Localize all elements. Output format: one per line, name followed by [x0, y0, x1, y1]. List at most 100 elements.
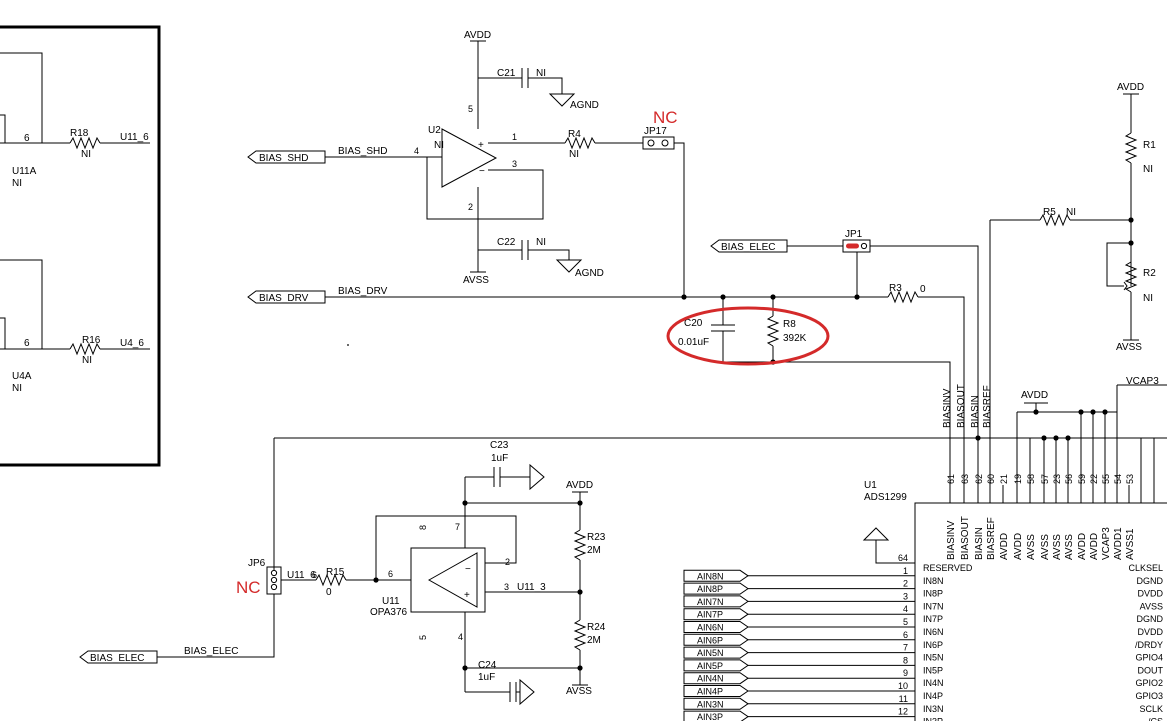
- capacitor-c20: [711, 297, 735, 362]
- wire-u11-vdd: [464, 477, 580, 548]
- resistor-r16: [69, 342, 101, 356]
- u1-left-pin-number: 5: [903, 617, 908, 627]
- opamp-plus-sign: +: [464, 590, 470, 601]
- net-bias-elec-lower: BIAS_ELEC: [184, 646, 238, 657]
- pin-label: 6: [24, 133, 30, 144]
- wire-bias-elec-lower: [157, 594, 275, 658]
- r4-ref: R4: [568, 129, 581, 140]
- pin-label: 2: [468, 202, 473, 212]
- resistor-r5: [1039, 213, 1071, 227]
- highlight-ellipse: [666, 306, 830, 366]
- u1-left-pin-number: 1: [903, 566, 908, 576]
- c21-val: NI: [536, 68, 546, 79]
- u1-ref: U1: [864, 480, 877, 491]
- wire-r2-bottom: [1123, 292, 1139, 341]
- c22-agnd: AGND: [575, 268, 604, 279]
- opamp-plus-sign: +: [478, 140, 484, 151]
- pin-label: 7: [455, 522, 460, 532]
- offpage-connector: [683, 659, 749, 672]
- u1-top-pin-name: AVSS: [1026, 534, 1037, 560]
- u1-left-pin-name: IN3N: [923, 704, 944, 714]
- u1-top-pin-number: 57: [1040, 474, 1050, 484]
- u1-left-pin-number: 64: [898, 553, 908, 563]
- wire-reserved: [875, 540, 915, 564]
- u1-right-pin-name: GPIO4: [1135, 653, 1163, 663]
- u1-left-pin-number: 7: [903, 643, 908, 653]
- jp6-pin: [270, 583, 278, 591]
- u2-avdd: AVDD: [464, 30, 491, 41]
- c24-val: 1uF: [478, 672, 495, 683]
- junction: [681, 294, 687, 300]
- gnd-symbol: [862, 527, 890, 541]
- u1-right-pin-group: CLKSELDGNDDVDDAVSSDGNDDVDD/DRDYGPIO4DOUT…: [1128, 563, 1163, 721]
- pin-label: 4: [414, 146, 419, 156]
- c21-ref: C21: [497, 68, 516, 79]
- offpage-net-label: AIN6P: [697, 635, 723, 645]
- opamp-u2: [441, 128, 498, 188]
- resistor-r1: [1124, 132, 1138, 164]
- bias-label-biasin: BIASIN: [970, 395, 981, 428]
- offpage-connector: [683, 685, 749, 697]
- gnd-symbol: [529, 463, 545, 491]
- r3-val: 0: [920, 284, 926, 295]
- offpage-connector: [683, 697, 749, 710]
- u1-top-pin-number: 58: [1026, 474, 1036, 484]
- offpage-connector: [683, 595, 749, 608]
- u1-left-pin-name: IN6P: [923, 640, 943, 650]
- r3-ref: R3: [889, 283, 902, 294]
- capacitor-c23: [465, 467, 530, 487]
- pin-label: 3: [504, 582, 509, 592]
- offpage-connector: [683, 672, 749, 685]
- u1-left-pin-name: IN7P: [923, 614, 943, 624]
- offpage-connector: [683, 633, 749, 646]
- u1-top-pin-name: AVDD: [1077, 533, 1088, 560]
- offpage-connector: [683, 646, 749, 659]
- r1-val: NI: [1143, 164, 1153, 175]
- pin-label: 2: [505, 557, 510, 567]
- c24-ref: C24: [478, 660, 497, 671]
- u1-top-pin-number: 23: [1052, 474, 1062, 484]
- u1-top-pin-number: 60: [986, 474, 996, 484]
- net-bias-drv: BIAS_DRV: [338, 286, 388, 297]
- c22-val: NI: [536, 237, 546, 248]
- net-vcap3: VCAP3: [1126, 376, 1159, 387]
- offpage-bias-drv-label: BIAS_DRV: [259, 293, 309, 304]
- wire-u2-vdd: [470, 40, 486, 129]
- opamp-minus-sign: −: [465, 564, 471, 575]
- junction: [462, 500, 468, 506]
- r18-val: NI: [81, 149, 91, 160]
- u1-left-pin-name: IN5P: [923, 665, 943, 675]
- offpage-net-label: AIN4P: [697, 687, 723, 697]
- u1-top-pin-name: AVDD: [999, 533, 1010, 560]
- u1-left-pin-number: 2: [903, 579, 908, 589]
- resistor-r8: [766, 315, 780, 347]
- jp17-ref: JP17: [644, 126, 667, 137]
- junction: [462, 665, 468, 671]
- u1-left-pin-number: 4: [903, 604, 908, 614]
- r1-ref: R1: [1143, 140, 1156, 151]
- u1-left-pin-number: 12: [898, 707, 908, 717]
- u1-top-pin-group: 61BIASINV63BIASOUT62BIASIN60BIASREF21AVD…: [946, 474, 1155, 560]
- ic-u1-body: [914, 502, 1167, 721]
- nc-annotation-jp17: NC: [653, 108, 678, 127]
- nc-annotation-jp6: NC: [236, 578, 261, 597]
- offpage-net-label: AIN8P: [697, 584, 723, 594]
- resistor-r24: [573, 619, 587, 651]
- u1-left-pin-name: IN4N: [923, 678, 944, 688]
- resistor-r2: [1124, 261, 1138, 293]
- offpage-net-label: AIN7P: [697, 610, 723, 620]
- gnd-symbol: [519, 678, 535, 706]
- u1-top-pin-name: BIASIN: [974, 527, 985, 560]
- offpage-net-label: AIN3P: [697, 712, 723, 721]
- u1-top-pin-number: 21: [999, 474, 1009, 484]
- offpage-net-label: AIN8N: [697, 571, 724, 581]
- offpage-bias-elec-label: BIAS_ELEC: [721, 242, 775, 253]
- r5-val: NI: [1066, 207, 1076, 218]
- u1-top-pin-number: 56: [1064, 474, 1074, 484]
- pin-label: 8: [418, 525, 428, 530]
- pin-label: 1: [512, 132, 517, 142]
- wire-u2-feedback: [426, 157, 544, 220]
- resistor-r15: [315, 573, 347, 587]
- agnd-symbol: [548, 93, 576, 107]
- u11-ref: U11: [382, 596, 400, 607]
